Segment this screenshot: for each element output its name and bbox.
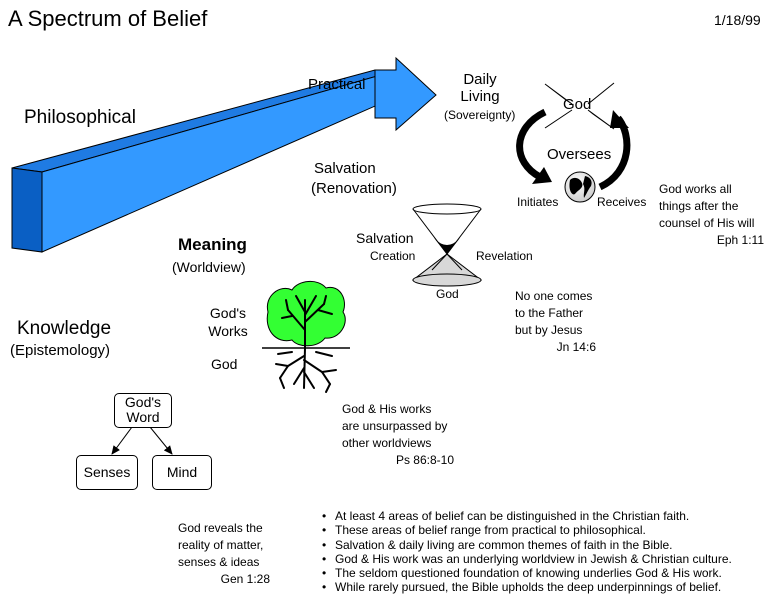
- tree-note-line-1: God & His works: [342, 402, 432, 416]
- hourglass-note-line-3: but by Jesus: [515, 323, 583, 337]
- summary-bullet: God & His work was an underlying worldvi…: [322, 552, 732, 567]
- globe-icon: [564, 171, 596, 203]
- knowledge-note-reference: Gen 1:28: [220, 572, 270, 586]
- initiates-label: Initiates: [517, 195, 559, 209]
- senses-box: Senses: [76, 455, 138, 490]
- summary-bullet: The seldom questioned foundation of know…: [322, 566, 732, 581]
- cycle-note-line-2: things after the: [659, 199, 739, 213]
- gods-word-box: God's Word: [114, 393, 172, 428]
- cycle-note-line-1: God works all: [659, 182, 732, 196]
- receives-label: Receives: [597, 195, 647, 209]
- oversees-label: Oversees: [547, 146, 612, 163]
- diagram-date: 1/18/99: [714, 12, 761, 28]
- tree-note-line-2: are unsurpassed by: [342, 419, 448, 433]
- gods-works-label-line-1: God's: [209, 305, 247, 321]
- knowledge-note-line-2: reality of matter,: [178, 538, 264, 552]
- renovation-label: (Renovation): [311, 180, 397, 197]
- arrow-left-face: [11, 167, 43, 253]
- tree-god-label: God: [211, 356, 238, 372]
- summary-bullet: Salvation & daily living are common them…: [322, 538, 732, 553]
- summary-bullet-list: At least 4 areas of belief can be distin…: [322, 509, 732, 595]
- cycle-note-reference: Eph 1:11: [716, 233, 764, 247]
- summary-bullet: These areas of belief range from practic…: [322, 523, 732, 538]
- hourglass-note-line-1: No one comes: [515, 289, 593, 303]
- senses-label: Senses: [83, 464, 131, 480]
- hourglass-icon: [411, 203, 483, 287]
- word-to-mind-connector: [149, 426, 173, 455]
- sovereignty-label: (Sovereignty): [444, 108, 516, 122]
- mind-box: Mind: [152, 455, 212, 490]
- summary-bullet: At least 4 areas of belief can be distin…: [322, 509, 732, 524]
- hourglass-note-reference: Jn 14:6: [556, 340, 596, 354]
- meaning-label: Meaning: [178, 235, 247, 254]
- tree-note-reference: Ps 86:8-10: [395, 453, 454, 467]
- summary-bullet: While rarely pursued, the Bible upholds …: [322, 580, 732, 595]
- knowledge-label: Knowledge: [17, 318, 112, 339]
- mind-label: Mind: [166, 464, 198, 480]
- cycle-arrow-left: [516, 108, 552, 184]
- hourglass-salvation-label: Salvation: [356, 230, 414, 246]
- spectrum-arrow: [11, 56, 437, 253]
- hourglass-god-label: God: [436, 287, 459, 301]
- cycle-arrow-right: [598, 110, 631, 191]
- tree-icon: [262, 281, 350, 393]
- daily-label: Daily: [463, 71, 497, 88]
- creation-label: Creation: [370, 249, 416, 263]
- hourglass-note-line-2: to the Father: [515, 306, 584, 320]
- word-to-senses-connector: [111, 426, 133, 455]
- arrow-head: [374, 56, 437, 132]
- revelation-label: Revelation: [476, 249, 533, 263]
- gods-word-line-1: God's: [124, 394, 162, 410]
- cycle-god-label: God: [563, 96, 592, 113]
- knowledge-note-line-3: senses & ideas: [178, 555, 260, 569]
- gods-word-line-2: Word: [126, 409, 160, 425]
- epistemology-label: (Epistemology): [10, 342, 111, 359]
- diagram-title: A Spectrum of Belief: [8, 6, 208, 31]
- salvation-label: Salvation: [314, 160, 376, 177]
- philosophical-label: Philosophical: [24, 107, 136, 128]
- living-label: Living: [460, 88, 500, 105]
- knowledge-note-line-1: God reveals the: [178, 521, 263, 535]
- cycle-note-line-3: counsel of His will: [659, 216, 755, 230]
- tree-note-line-3: other worldviews: [342, 436, 432, 450]
- worldview-label: (Worldview): [172, 259, 246, 275]
- god-star-icon: [544, 82, 615, 130]
- practical-label: Practical: [308, 76, 366, 93]
- gods-works-label-line-2: Works: [208, 323, 248, 339]
